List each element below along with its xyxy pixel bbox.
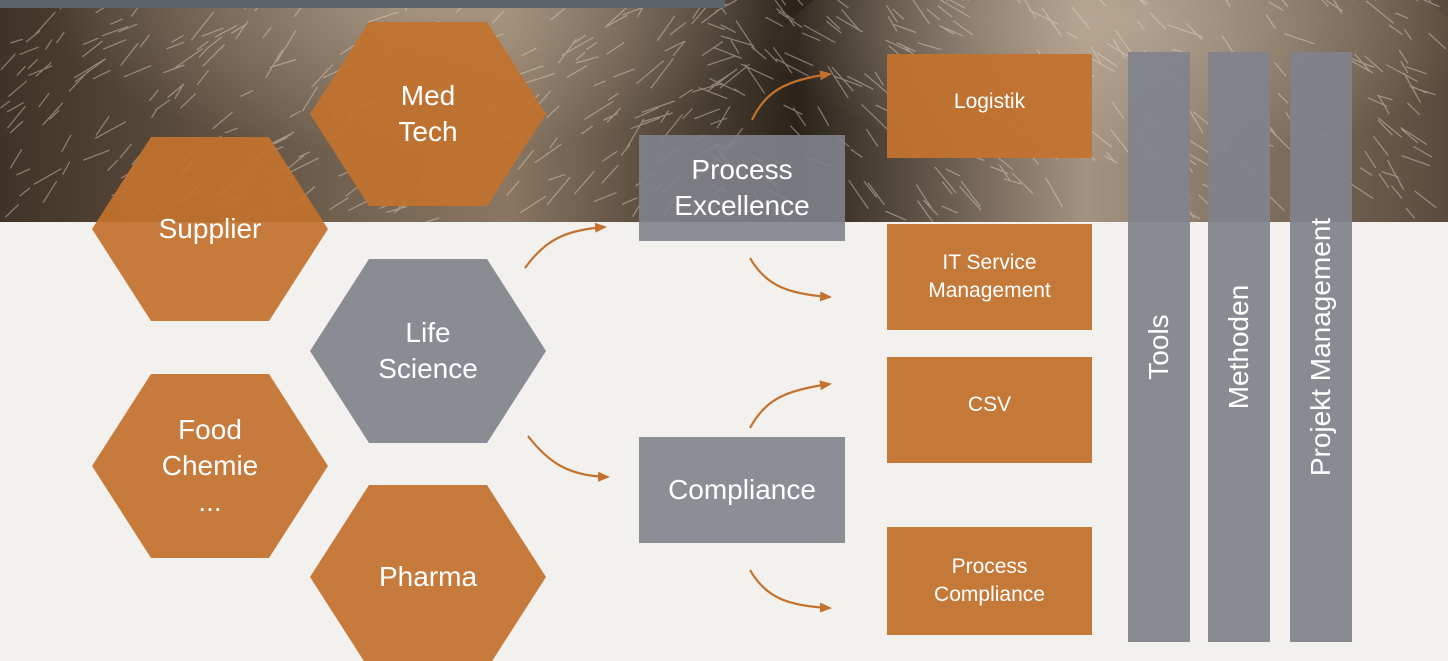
label-line: Pharma [378, 561, 478, 592]
pillar-methoden-label: Methoden [1223, 284, 1254, 410]
label-line: Food [178, 414, 242, 445]
label-line: IT Service [942, 251, 1037, 274]
label-line: CSV [967, 393, 1012, 416]
label-line: Life [405, 317, 451, 348]
pillar-methoden: Methoden [1208, 52, 1270, 642]
label-line: Chemie [161, 450, 259, 481]
arrow-compliance-to-process-compliance [749, 569, 832, 613]
pillar-projekt-management: Projekt Management [1290, 52, 1352, 642]
box-csv-label: CSV [968, 391, 1011, 419]
hex-supplier-label: Supplier [159, 211, 262, 247]
pillar-projekt-management-label: Projekt Management [1305, 217, 1336, 477]
label-line: Compliance [668, 474, 816, 505]
box-compliance-label: Compliance [668, 472, 816, 508]
arrow-compliance-to-csv [749, 380, 832, 429]
label-line: ... [198, 486, 222, 517]
label-line: Excellence [674, 190, 810, 221]
label-line: Logistik [953, 90, 1026, 113]
box-logistik: Logistik [887, 54, 1092, 158]
hex-pharma-label: Pharma [379, 559, 477, 595]
label-line: Supplier [158, 213, 262, 244]
box-csv: CSV [887, 357, 1092, 463]
label-line: Compliance [934, 583, 1045, 606]
label-line: Management [928, 279, 1051, 302]
pillar-tools: Tools [1128, 52, 1190, 642]
hex-pharma: Pharma [310, 485, 546, 661]
box-compliance: Compliance [639, 437, 845, 543]
label-line: Process [951, 555, 1028, 578]
pillar-tools-label: Tools [1143, 314, 1174, 380]
label-line: Process [691, 154, 793, 185]
arrow-life-to-process-excellence [524, 222, 607, 269]
label-line: Tech [398, 116, 458, 147]
top-bar [0, 0, 725, 8]
box-logistik-label: Logistik [954, 88, 1025, 116]
label-line: Science [378, 353, 478, 384]
label-line: Med [400, 80, 456, 111]
arrow-life-to-compliance [527, 435, 610, 482]
arrow-excellence-to-itsm [749, 257, 832, 302]
